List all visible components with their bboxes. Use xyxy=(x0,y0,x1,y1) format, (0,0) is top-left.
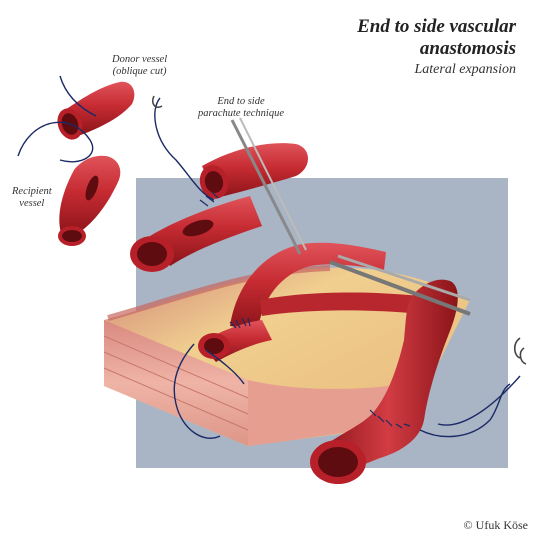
recipient-vessel-middle xyxy=(130,196,262,272)
donor-vessel-top xyxy=(57,81,135,140)
end-to-side-label: End to side parachute technique xyxy=(198,96,284,120)
donor-label-line1: Donor vessel xyxy=(112,54,168,65)
needles xyxy=(151,95,527,365)
recipient-label-line2: vessel xyxy=(19,198,45,209)
recipient-label-line1: Recipient xyxy=(12,186,52,197)
suture-knots xyxy=(199,191,411,429)
copyright-credit: © Ufuk Köse xyxy=(463,518,528,532)
suture-threads xyxy=(17,75,521,439)
recipient-vessel-top xyxy=(58,155,121,246)
forceps-instrument xyxy=(230,117,471,316)
main-title-line1: End to side vascular xyxy=(357,16,516,37)
donor-label-line2: (oblique cut) xyxy=(112,66,167,77)
recipient-vessel-label: Recipient vessel xyxy=(12,186,52,210)
end-to-side-label-line1: End to side xyxy=(217,96,265,107)
recipient-vessel-right xyxy=(310,279,458,484)
end-to-side-label-line2: parachute technique xyxy=(198,108,285,119)
subtitle: Lateral expansion xyxy=(414,62,517,77)
main-title-line2: anastomosis xyxy=(419,38,516,59)
bypass-vessel xyxy=(198,242,420,362)
tissue-block xyxy=(103,265,470,446)
donor-vessel-middle xyxy=(199,143,308,199)
donor-vessel-label: Donor vessel (oblique cut) xyxy=(112,54,167,78)
